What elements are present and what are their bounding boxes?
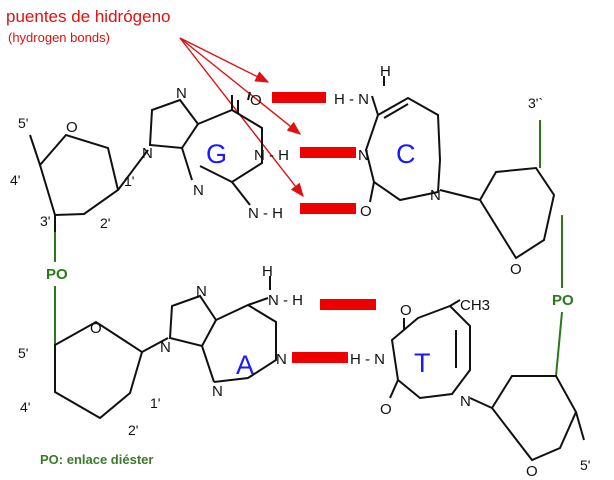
- sugar-bottom-left: O 5' 4' 1' 2': [18, 320, 169, 438]
- guanine-n9: N: [142, 145, 153, 162]
- diagram-subtitle: (hydrogen bonds): [8, 30, 110, 45]
- sugar-top-left: O 5' 4' 3' 2' 1': [10, 115, 149, 232]
- thymine-o4: O: [400, 302, 412, 319]
- guanine-base: N N N O N - H N - H G: [142, 85, 289, 222]
- carbon-5-label: 5': [18, 115, 28, 131]
- adenine-base: N N N N H N - H A: [160, 263, 303, 400]
- hydrogen-bond: [300, 203, 356, 214]
- sugar-ring-oxygen: O: [66, 119, 78, 136]
- hydrogen-bond: [300, 147, 356, 158]
- adenine-n1: N: [276, 351, 287, 368]
- phosphodiester-right: PO: [552, 215, 574, 377]
- sugar-ring-oxygen: O: [526, 463, 538, 480]
- diagram-title: puentes de hidrógeno: [6, 7, 170, 26]
- thymine-letter: T: [414, 348, 431, 378]
- thymine-o2: O: [380, 401, 392, 418]
- arrow-to-bond-2: [179, 37, 302, 135]
- adenine-h: H: [262, 263, 273, 280]
- hydrogen-bond: [272, 92, 326, 103]
- arrow-to-bond-3: [179, 37, 304, 198]
- carbon-1-label: 1': [150, 395, 160, 411]
- cytosine-letter: C: [396, 139, 416, 169]
- carbon-2-label: 2': [100, 215, 110, 231]
- carbon-4-label: 4': [20, 399, 30, 415]
- carbon-5-label: 5': [18, 345, 28, 361]
- arrow-to-bond-1: [179, 37, 270, 83]
- cytosine-base: H - N H N O N C: [334, 63, 481, 220]
- thymine-n3h: H - N: [350, 351, 385, 368]
- guanine-n7: N: [176, 85, 187, 102]
- hydrogen-bond-arrows: [179, 37, 304, 198]
- carbon-3-label: 3'`: [528, 95, 543, 111]
- guanine-n2h: N - H: [248, 205, 283, 222]
- hydrogen-bond: [320, 299, 376, 310]
- cytosine-h: H: [380, 63, 391, 80]
- po-label-right: PO: [552, 292, 574, 309]
- cytosine-n4h: H - N: [334, 91, 369, 108]
- cytosine-o2: O: [360, 203, 372, 220]
- adenine-n6h: N - H: [268, 292, 303, 309]
- po-label-left: PO: [46, 266, 68, 283]
- guanine-letter: G: [206, 139, 227, 169]
- cytosine-n1: N: [430, 187, 441, 204]
- guanine-n3: N: [193, 182, 204, 199]
- sugar-ring-oxygen: O: [510, 261, 522, 278]
- carbon-1-label: 1': [124, 173, 134, 189]
- carbon-4-label: 4': [10, 172, 20, 188]
- carbon-3-label: 3': [40, 213, 50, 229]
- thymine-base: O CH3 H - N O N T: [350, 297, 493, 418]
- adenine-n9: N: [160, 339, 171, 356]
- carbon-2-label: 2': [128, 422, 138, 438]
- adenine-letter: A: [236, 350, 254, 380]
- hydrogen-bond: [292, 352, 348, 363]
- thymine-ch3: CH3: [460, 297, 490, 314]
- guanine-n1h: N - H: [254, 147, 289, 164]
- sugar-top-right: O 3'`: [478, 95, 556, 278]
- carbon-5-label: 5': [580, 457, 590, 473]
- gc-hydrogen-bonds: [272, 92, 356, 214]
- thymine-n1: N: [460, 393, 471, 410]
- cytosine-n3: N: [358, 147, 369, 164]
- at-hydrogen-bonds: [292, 299, 376, 363]
- phosphodiester-left: PO: [46, 232, 68, 345]
- adenine-n3: N: [212, 383, 223, 400]
- sugar-ring-oxygen: O: [90, 320, 102, 337]
- legend-text: PO: enlace diéster: [40, 452, 153, 467]
- guanine-o6: O: [250, 92, 262, 109]
- adenine-n7: N: [196, 283, 207, 300]
- sugar-bottom-right: O 5': [490, 375, 590, 480]
